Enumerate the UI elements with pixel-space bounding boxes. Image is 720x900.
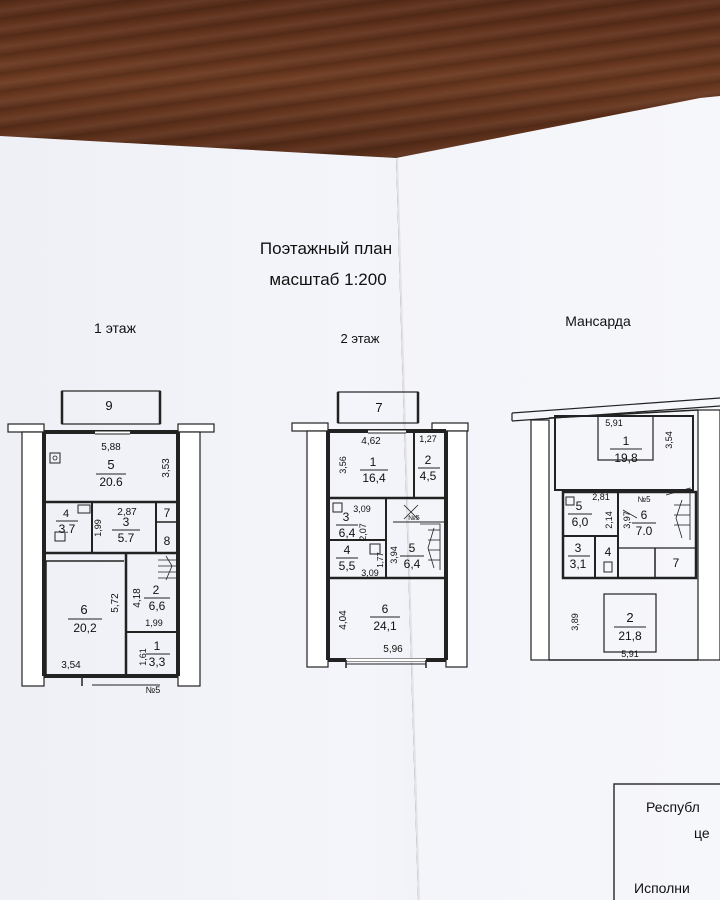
room-2-number: 2 (153, 583, 160, 597)
room-2-area: 4,5 (420, 469, 437, 483)
dimension-label: 1,61 (138, 648, 148, 666)
room-7-number: 7 (164, 506, 171, 520)
page-scale: масштаб 1:200 (269, 270, 386, 289)
dimension-label: 4,62 (361, 436, 381, 447)
dimension-label: 5,91 (605, 418, 623, 428)
entrance-number: №5 (637, 495, 651, 504)
room-6-area: 7.0 (636, 524, 653, 538)
room-1-number: 1 (623, 434, 630, 448)
dimension-label: 2,87 (117, 507, 137, 518)
attic-labels: 5,91 1 19,8 3,54 2,81 5 6,0 2,14 3,97 №5… (568, 418, 680, 659)
floor-label-1: 1 этаж (94, 320, 137, 336)
entrance-number: №5 (408, 515, 420, 522)
title-block-line-1: Республ (646, 799, 700, 815)
room-1-area: 3,3 (149, 655, 166, 669)
room-2-number: 2 (425, 453, 432, 467)
room-5-area: 6,4 (404, 557, 421, 571)
room-6-number: 6 (80, 602, 87, 617)
room-8-number: 8 (164, 534, 171, 548)
room-7-number: 7 (673, 556, 680, 570)
room-7-number: 7 (375, 400, 382, 415)
title-block-line-3: Исполни (634, 880, 690, 896)
title-block: Республ це Исполни (613, 783, 720, 900)
room-4-number: 4 (344, 543, 351, 557)
title-block-line-2: це (694, 825, 710, 841)
room-5-area: 20.6 (99, 475, 123, 489)
room-1-area: 16,4 (362, 471, 386, 485)
room-3-number: 3 (575, 541, 582, 555)
dimension-label: 2,14 (604, 511, 614, 529)
dimension-label: 5,96 (383, 644, 403, 655)
dimension-label: 3,94 (389, 546, 399, 564)
page-title: Поэтажный план (260, 239, 392, 258)
room-4-area: 5,5 (339, 559, 356, 573)
dimension-label: 4,18 (132, 588, 143, 608)
room-3-area: 5.7 (118, 531, 135, 545)
room-6-area: 20,2 (73, 621, 97, 635)
room-9-number: 9 (105, 398, 112, 413)
floor-label-attic: Мансарда (565, 313, 631, 329)
room-3-area: 6,4 (339, 526, 356, 540)
room-5-number: 5 (107, 457, 114, 472)
floor-2-plan (291, 391, 469, 668)
floor-1-labels: 9 5,88 5 20.6 3,53 4 3.7 2,87 1,99 3 5.7… (56, 398, 172, 695)
room-3-number: 3 (343, 510, 350, 524)
room-6-area: 24,1 (373, 619, 397, 633)
dimension-label: 1,99 (145, 618, 163, 628)
dimension-label: 5,91 (621, 649, 639, 659)
dimension-label: 5,88 (101, 442, 121, 453)
room-2-area: 21,8 (618, 629, 642, 643)
dimension-label: 3,56 (338, 456, 348, 474)
room-6-number: 6 (382, 602, 389, 616)
room-5-area: 6,0 (572, 515, 589, 529)
room-2-number: 2 (626, 610, 633, 625)
room-5-number: 5 (576, 499, 583, 513)
dimension-label: 3,09 (361, 568, 379, 578)
room-6-number: 6 (641, 508, 648, 522)
room-4-number: 4 (63, 508, 69, 520)
dimension-label: 2,07 (358, 523, 368, 541)
dimension-label: 3,53 (161, 458, 172, 478)
room-5-number: 5 (409, 541, 416, 555)
room-2-area: 6,6 (149, 599, 166, 613)
room-3-number: 3 (123, 515, 130, 529)
dimension-label: 3,89 (570, 613, 580, 631)
dimension-label: 4,04 (338, 610, 349, 630)
room-1-number: 1 (154, 639, 161, 653)
dimension-label: 5,72 (110, 593, 121, 613)
floor-label-2: 2 этаж (341, 331, 380, 346)
dimension-label: 3,97 (622, 511, 632, 529)
dimension-label: 2,81 (592, 492, 610, 502)
room-4-number: 4 (605, 545, 612, 559)
dimension-label: 3,09 (353, 504, 371, 514)
attic-plan (511, 397, 720, 661)
dimension-label: 1,77 (376, 552, 385, 568)
room-3-area: 3,1 (570, 557, 587, 571)
dimension-label: 3,54 (664, 431, 674, 449)
dimension-label: 1,99 (93, 519, 103, 537)
dimension-label: 1,27 (419, 434, 437, 444)
floor-2-labels: 7 4,62 1,27 3,56 1 16,4 2 4,5 3,09 2,07 … (336, 400, 440, 655)
room-1-number: 1 (370, 455, 377, 469)
floor-1-plan (7, 390, 215, 687)
entrance-number: №5 (146, 685, 161, 695)
room-1-area: 19,8 (614, 451, 638, 465)
dimension-label: 3,54 (61, 660, 81, 671)
room-4-area: 3.7 (59, 522, 76, 536)
